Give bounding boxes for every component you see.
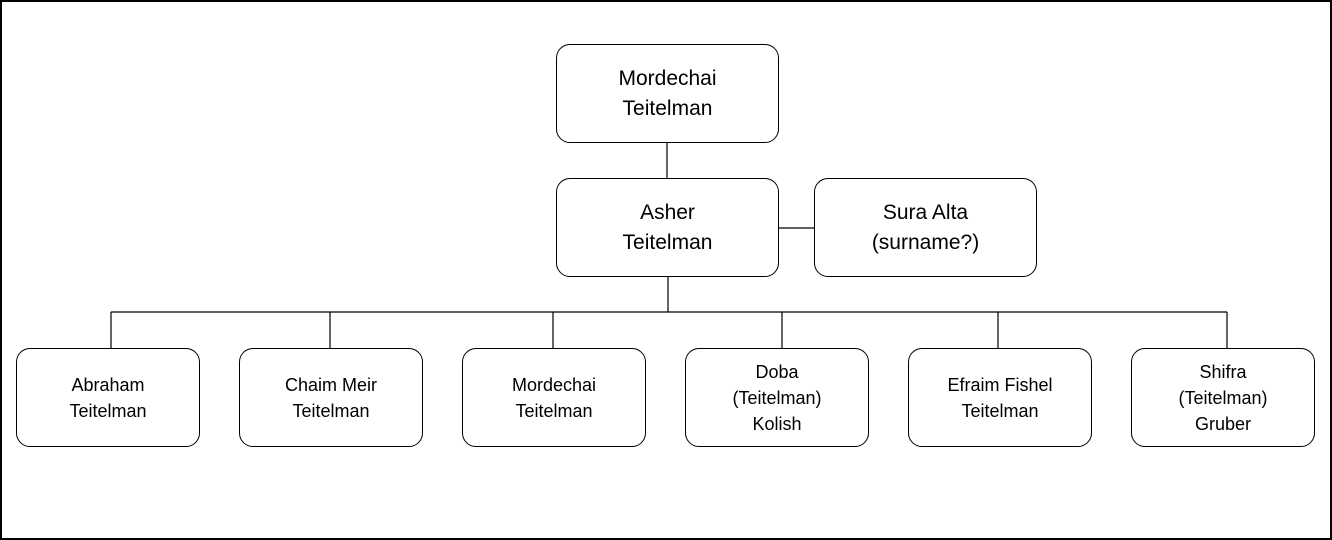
person-name-line: Teitelman: [961, 400, 1039, 421]
person-node-child-6: Shifra (Teitelman) Gruber: [1131, 348, 1315, 447]
person-name-line: Chaim Meir: [284, 374, 377, 395]
person-name-line: Kolish: [752, 413, 802, 434]
person-name-line: Abraham: [71, 374, 145, 395]
person-name-line: Shifra: [1199, 361, 1247, 382]
person-name-line: Efraim Fishel: [947, 374, 1053, 395]
person-name-line: (Teitelman): [1178, 387, 1268, 408]
person-node-grandfather: Mordechai Teitelman: [556, 44, 779, 143]
person-name-line: Gruber: [1194, 413, 1252, 434]
person-node-child-1: Abraham Teitelman: [16, 348, 200, 447]
person-name-line: Mordechai: [618, 66, 717, 90]
person-name-line: Mordechai: [511, 374, 597, 395]
person-name-line: (surname?): [871, 230, 980, 254]
person-node-child-4: Doba (Teitelman) Kolish: [685, 348, 869, 447]
person-name-line: Teitelman: [292, 400, 370, 421]
person-name-line: Sura Alta: [882, 200, 969, 224]
person-name-line: Doba: [755, 361, 799, 382]
person-name-line: (Teitelman): [732, 387, 822, 408]
person-name-line: Teitelman: [622, 230, 713, 254]
person-node-child-3: Mordechai Teitelman: [462, 348, 646, 447]
person-name-line: Teitelman: [69, 400, 147, 421]
person-node-spouse: Sura Alta (surname?): [814, 178, 1037, 277]
person-node-child-5: Efraim Fishel Teitelman: [908, 348, 1092, 447]
person-name-line: Teitelman: [622, 96, 713, 120]
person-name-line: Asher: [640, 200, 695, 224]
person-name-line: Teitelman: [515, 400, 593, 421]
person-node-child-2: Chaim Meir Teitelman: [239, 348, 423, 447]
person-node-father: Asher Teitelman: [556, 178, 779, 277]
